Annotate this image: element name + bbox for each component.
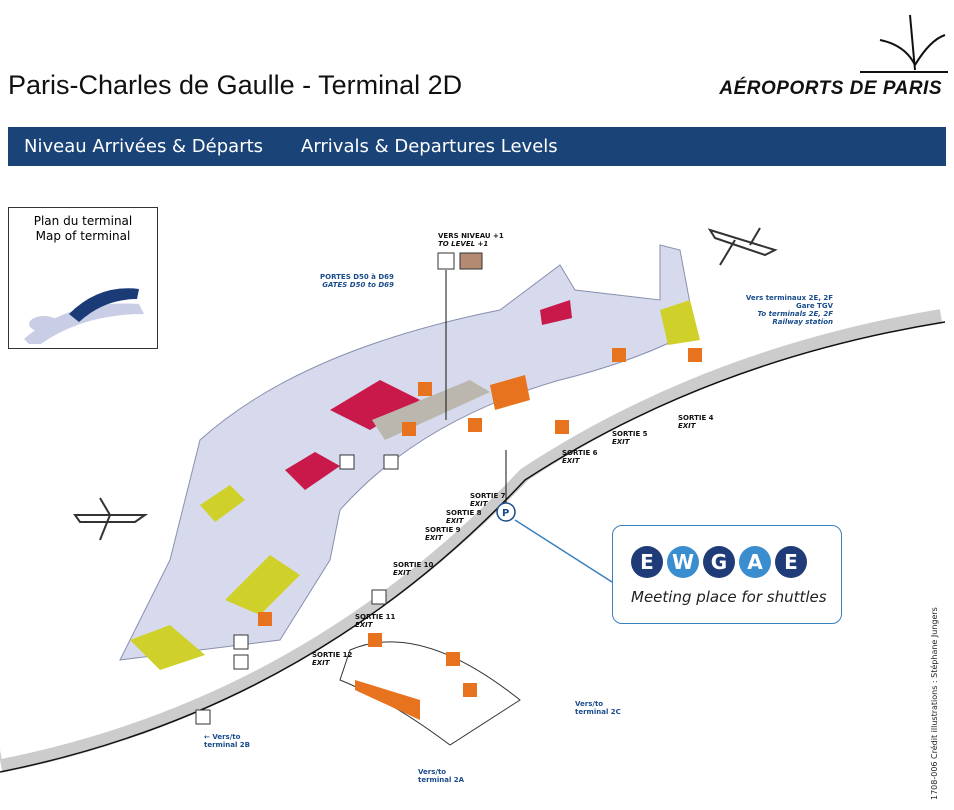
baggage-icon	[383, 454, 399, 470]
checkin-row	[355, 680, 420, 720]
info-icon	[468, 418, 482, 432]
page-title: Paris-Charles de Gaulle - Terminal 2D	[8, 70, 463, 100]
level-en: Arrivals & Departures Levels	[301, 136, 558, 157]
elevator-icon	[233, 634, 249, 650]
bus-icon	[195, 709, 211, 725]
toilets-icon	[612, 348, 626, 362]
ewgae-letter: A	[739, 546, 771, 578]
toilets-icon	[402, 422, 416, 436]
gate-block	[130, 625, 205, 670]
level-swatch	[459, 252, 483, 270]
currency-icon	[555, 420, 569, 434]
service-block	[490, 375, 530, 410]
shop-block	[330, 380, 420, 430]
ewgae-letter: W	[667, 546, 699, 578]
ewgae-letter: G	[703, 546, 735, 578]
level-fr: Niveau Arrivées & Départs	[24, 136, 264, 157]
customs-icon	[339, 454, 355, 470]
svg-text:P: P	[502, 508, 509, 519]
ewgae-letter: E	[631, 546, 663, 578]
terminal-building	[119, 244, 696, 661]
gate-block	[200, 485, 245, 522]
inset-map	[24, 288, 144, 349]
level-banner: Niveau Arrivées & Départs Arrivals & Dep…	[8, 127, 946, 166]
airplane-icon	[707, 227, 778, 266]
parking-icon	[496, 502, 516, 522]
checkin-block	[372, 380, 490, 440]
toilets-icon	[688, 348, 702, 362]
bus-icon	[371, 589, 387, 605]
logo-bird-icon	[860, 14, 948, 73]
ewgae-caption: Meeting place for shuttles	[631, 588, 827, 606]
adp-logo: AÉROPORTS DE PARIS	[719, 78, 942, 99]
info-icon	[368, 633, 382, 647]
toilets-icon	[258, 612, 272, 626]
shop-block	[540, 300, 572, 325]
gate-block	[225, 555, 300, 615]
escalator-icon	[437, 252, 455, 270]
service-icons	[258, 348, 702, 697]
escalator-icon	[233, 654, 249, 670]
phone-icon	[446, 652, 460, 666]
credit: 1708-006 Crédit illustrations : Stéphane…	[930, 607, 939, 800]
facility-icons	[195, 454, 399, 725]
inset-title-fr: Plan du terminal	[33, 214, 133, 228]
airplane-icon	[73, 497, 149, 541]
shop-block	[285, 452, 340, 490]
inset-title-en: Map of terminal	[35, 229, 131, 243]
toilets-icon	[418, 382, 432, 396]
gate-block	[660, 300, 700, 345]
ewgae-letter: E	[775, 546, 807, 578]
toilets-icon	[463, 683, 477, 697]
ewgae-shuttle-box: E W G A E Meeting place for shuttles	[612, 525, 842, 624]
